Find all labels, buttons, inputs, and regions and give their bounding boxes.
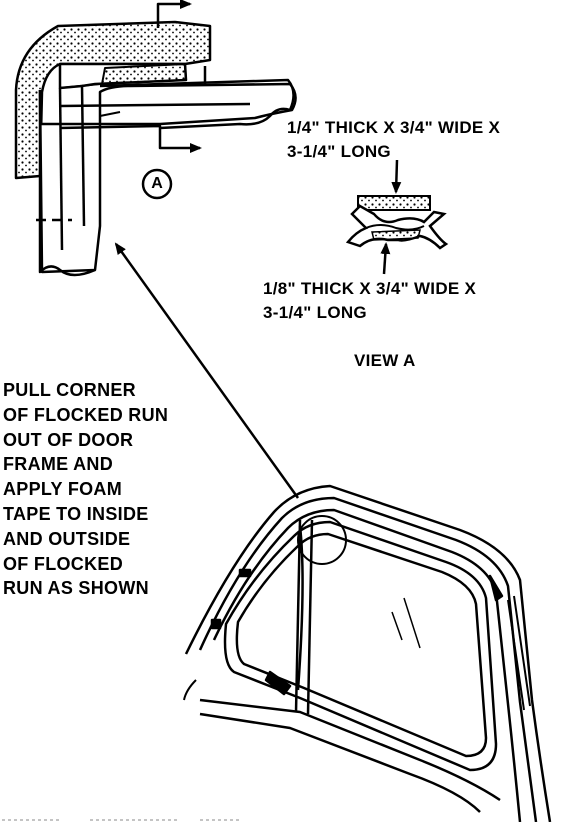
instruction-line: RUN AS SHOWN [3,578,149,599]
callout-letter: A [151,175,163,192]
run-channel [345,204,449,250]
corner-detail [14,0,297,277]
foam-top-label-line: 1/4" THICK X 3/4" WIDE X [287,118,501,137]
instruction-line: APPLY FOAM [3,479,123,500]
foam-bottom-label-line: 3-1/4" LONG [263,303,367,322]
leader-arrow [114,242,300,499]
view-a-section [345,159,449,275]
instruction-line: FRAME AND [3,454,114,475]
inner-foam-tape [101,63,187,85]
instruction-line: AND OUTSIDE [3,528,131,549]
vent-post [294,519,302,713]
instruction-line: TAPE TO INSIDE [3,503,149,524]
foam-top-label-line: 3-1/4" LONG [287,142,391,161]
instruction-line: OF FLOCKED [3,553,123,574]
instruction-line: OF FLOCKED RUN [3,404,169,425]
instruction-line: PULL CORNER [3,380,136,400]
top-foam-strip [357,195,431,211]
window-glass [223,520,498,772]
foam-bottom-label-line: 1/8" THICK X 3/4" WIDE X [263,279,477,298]
detail-circle [297,515,347,565]
foam-bottom-label: 1/8" THICK X 3/4" WIDE X 3-1/4" LONG [263,277,476,325]
foam-top-label: 1/4" THICK X 3/4" WIDE X 3-1/4" LONG [287,116,500,164]
outer-foam-tape [14,20,212,180]
instruction-text: PULL CORNER OF FLOCKED RUN OUT OF DOOR F… [3,378,168,601]
view-title: VIEW A [354,351,416,370]
door-frame [183,484,552,822]
instruction-line: OUT OF DOOR [3,429,134,450]
callout-circle [141,168,173,200]
bottom-foam-strip [371,229,421,241]
